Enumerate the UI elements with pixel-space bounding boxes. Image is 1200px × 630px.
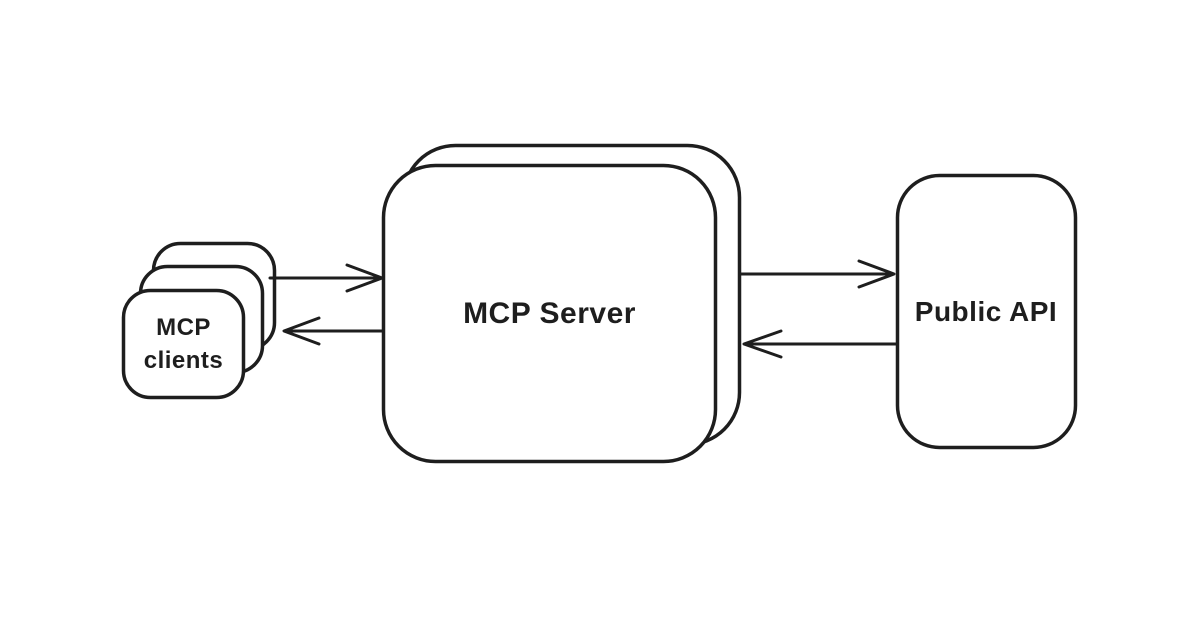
arrow-server-to-clients [282, 316, 385, 346]
public-api-box [895, 173, 1078, 450]
arrow-api-to-server-head [742, 329, 783, 359]
arrow-clients-to-server-head [345, 263, 384, 293]
arrow-server-to-api [739, 259, 896, 289]
arrow-clients-to-server [268, 263, 384, 293]
arrow-server-to-clients-head [282, 316, 321, 346]
arrow-server-to-api-head [857, 259, 896, 289]
mcp-server-box-front [381, 163, 718, 464]
arrow-api-to-server [742, 329, 899, 359]
mcp-clients-card-front [121, 288, 246, 400]
